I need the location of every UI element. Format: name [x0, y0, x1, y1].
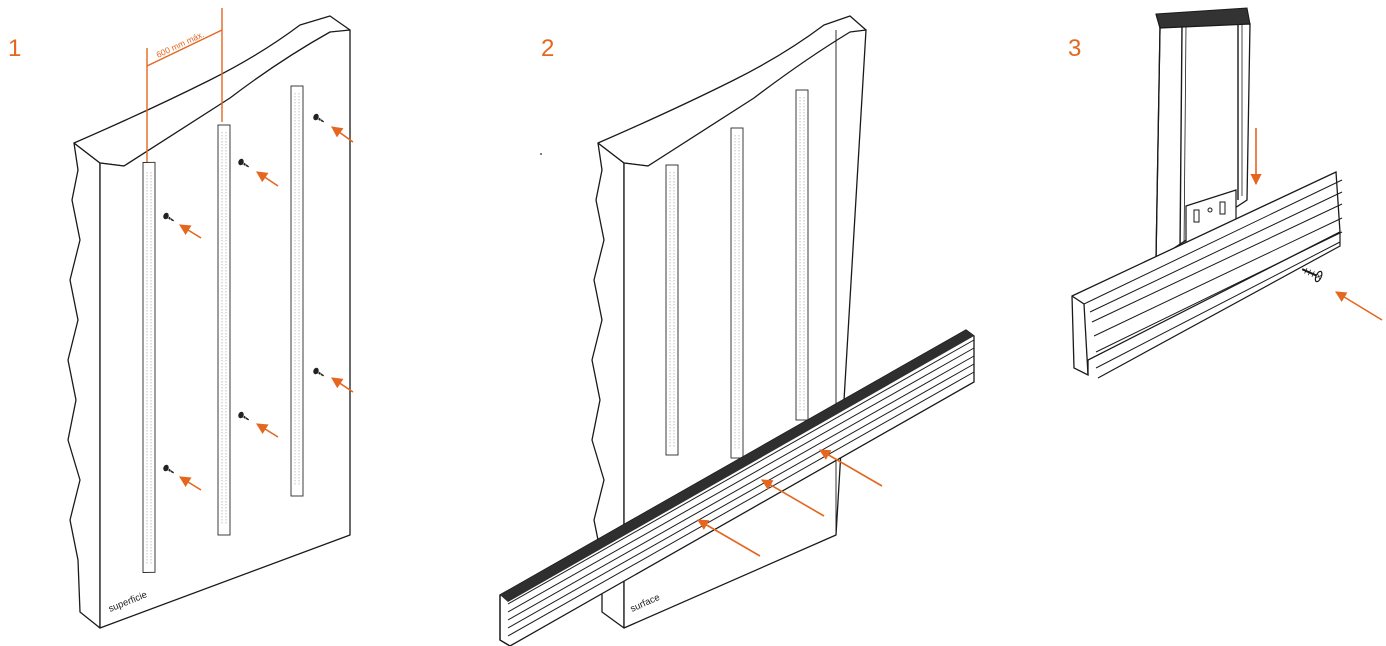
step-1-number: 1 [8, 35, 21, 62]
step-1-board-side [67, 142, 101, 629]
step-1-arrows [179, 126, 354, 491]
screw-icon [1301, 267, 1323, 283]
arrow-icon [179, 476, 202, 491]
arrow-icon [256, 423, 279, 438]
step-1-battens [142, 85, 304, 573]
arrow-icon [256, 171, 279, 187]
step-2-arrows [697, 449, 883, 557]
step-3-arrows [1250, 128, 1383, 321]
arrow-icon [331, 377, 354, 393]
arrow-icon [179, 224, 202, 239]
step-2-battens [665, 89, 809, 459]
step-1-board-top [73, 15, 351, 167]
step-2-board-side [591, 142, 625, 629]
arrow-icon [331, 126, 354, 143]
step-3: 3 [1068, 7, 1383, 379]
arrow-icon [761, 479, 825, 517]
step-3-decking-boards [1071, 171, 1343, 379]
step-2: 2 surface [499, 15, 975, 646]
step-2-board-top [597, 15, 867, 167]
step-2-number: 2 [541, 35, 554, 62]
arrow-icon [697, 519, 761, 557]
step-3-number: 3 [1068, 35, 1081, 62]
step-1: 1 600 mm máx. [8, 8, 354, 629]
dimension-label: 600 mm máx. [155, 29, 206, 60]
arrow-icon [819, 449, 883, 487]
arrow-icon [1335, 291, 1383, 321]
step-2-decking-profile [499, 329, 975, 646]
